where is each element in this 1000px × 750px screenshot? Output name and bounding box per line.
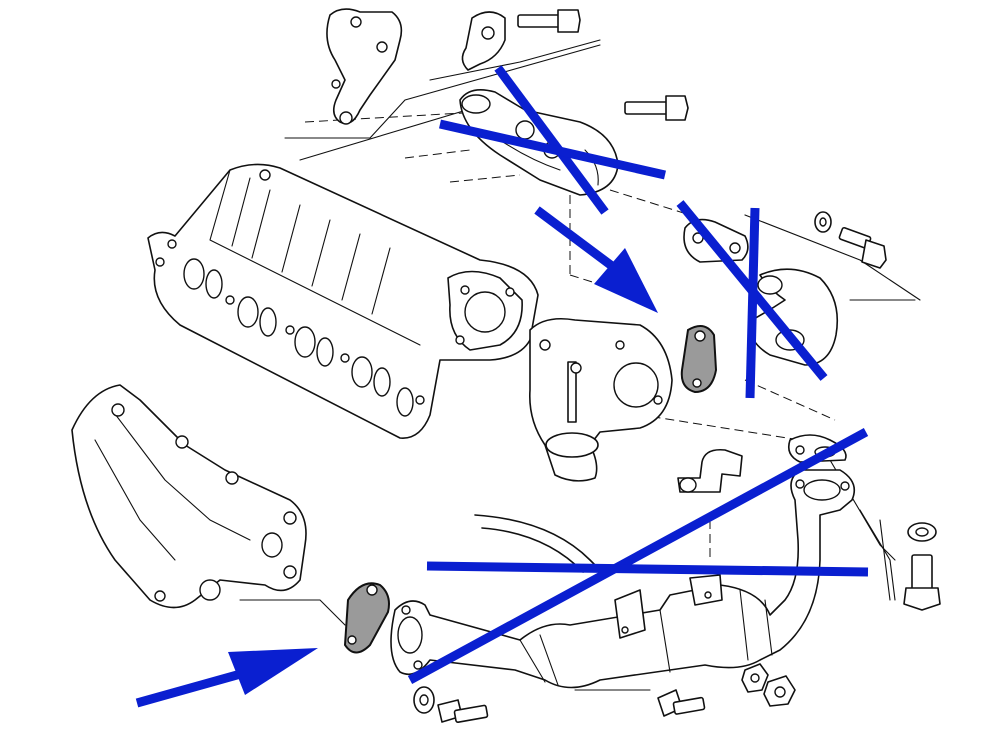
- washer-right: [907, 522, 937, 542]
- washer-upper: [814, 211, 832, 233]
- elbow-pipe: [677, 448, 743, 493]
- leader-lines: [239, 39, 921, 691]
- bolt-right: [903, 554, 941, 611]
- annotation-arrow-lower: [135, 648, 318, 708]
- gasket-middle: [680, 325, 718, 394]
- exhaust-manifold: [71, 384, 307, 609]
- annotation-cross-bottom: [407, 428, 869, 684]
- bolt-upper-right: [838, 226, 887, 269]
- annotation-arrow-middle: [534, 206, 658, 313]
- throttle-body: [528, 317, 673, 482]
- gasket-lower: [343, 582, 390, 654]
- bolt-top-2: [624, 95, 689, 121]
- bracket-top: [326, 8, 403, 125]
- annotation-cross-right: [676, 200, 828, 399]
- bolt-top-1: [517, 9, 581, 33]
- egr-valve-top: [459, 11, 619, 196]
- intake-manifold: [147, 163, 539, 439]
- annotation-cross-top: [439, 65, 666, 215]
- nuts-bottom: [741, 663, 796, 707]
- bolts-bottom: [413, 686, 706, 723]
